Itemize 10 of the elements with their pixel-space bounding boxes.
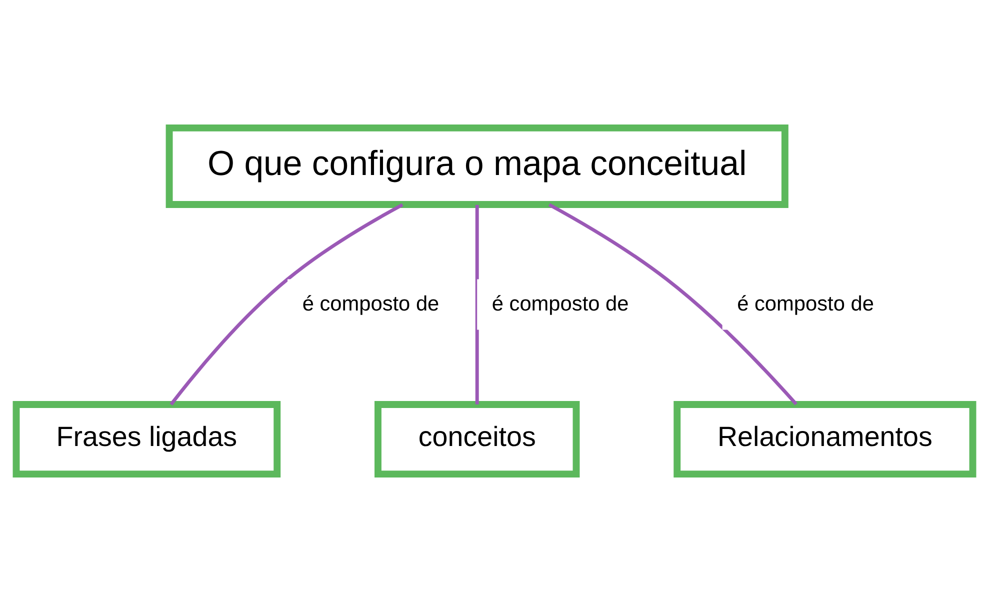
- edge-label: é composto de: [302, 292, 440, 316]
- connector: [475, 204, 479, 404]
- node-box: O que configura o mapa conceitual: [166, 124, 788, 208]
- connector: [170, 203, 404, 406]
- node-box: Frases ligadas: [12, 401, 281, 478]
- edge-label: é composto de: [737, 292, 874, 316]
- node-box: conceitos: [374, 401, 580, 478]
- node-box: Relacionamentos: [674, 401, 976, 478]
- edge-label: é composto de: [492, 292, 629, 316]
- connector: [548, 203, 798, 406]
